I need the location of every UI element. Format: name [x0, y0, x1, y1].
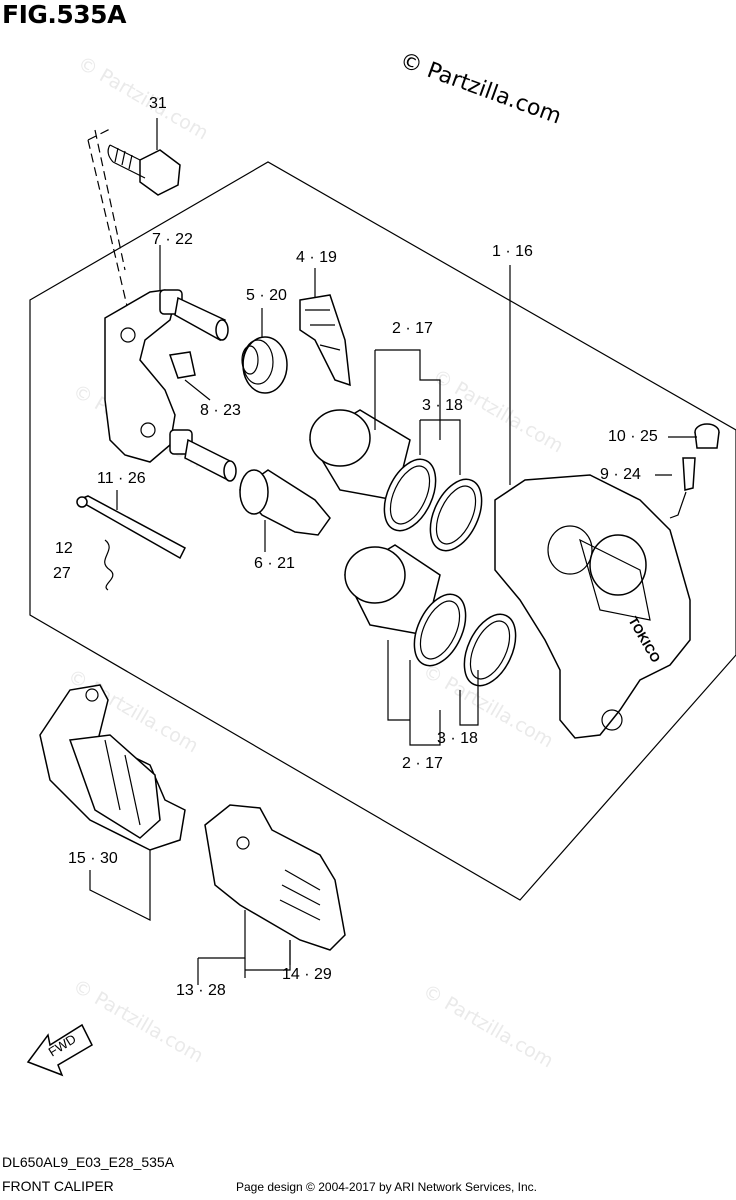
slide-pin-icon — [238, 469, 331, 536]
caliper-body-icon — [494, 474, 691, 739]
callout-3-18-lower: 3 · 18 — [437, 730, 478, 747]
callout-1-16: 1 · 16 — [492, 243, 533, 260]
bleeder-cap-icon — [694, 423, 720, 449]
callout-7-22: 7 · 22 — [152, 231, 193, 248]
piston-upper-icon — [308, 409, 411, 501]
callout-3-18-upper: 3 · 18 — [422, 397, 463, 414]
caliper-bracket-icon — [104, 289, 237, 482]
dust-boot-icon — [241, 336, 288, 394]
piston-seal-lower-icon — [413, 593, 517, 687]
piston-seal-upper-icon — [383, 458, 483, 552]
callout-5-20: 5 · 20 — [246, 287, 287, 304]
callout-10-25: 10 · 25 — [608, 428, 658, 445]
assembly-outline — [29, 161, 736, 901]
bolt-31-icon — [107, 144, 181, 196]
callout-14-29: 14 · 29 — [282, 966, 332, 983]
bleeder-valve-icon — [669, 457, 696, 519]
piston-lower-icon — [344, 544, 441, 636]
callout-31: 31 — [149, 95, 167, 112]
callout-8-23: 8 · 23 — [200, 402, 241, 419]
pad-pin-icon — [76, 495, 186, 560]
callout-27: 27 — [53, 565, 71, 582]
clip-icon — [168, 351, 196, 379]
callout-4-19: 4 · 19 — [296, 249, 337, 266]
callout-9-24: 9 · 24 — [600, 466, 641, 483]
callout-15-30: 15 · 30 — [68, 850, 118, 867]
brake-pad-outer-icon — [204, 804, 346, 951]
diagram-subtitle: FRONT CALIPER — [2, 1178, 114, 1194]
footer-credit: Page design © 2004-2017 by ARI Network S… — [236, 1180, 538, 1194]
callout-13-28: 13 · 28 — [176, 982, 226, 999]
callout-2-17-lower: 2 · 17 — [402, 755, 443, 772]
model-code: DL650AL9_E03_E28_535A — [2, 1154, 175, 1170]
callout-12: 12 — [55, 540, 73, 557]
callout-6-21: 6 · 21 — [254, 555, 295, 572]
pad-spring-icon — [299, 294, 351, 387]
callout-2-17-upper: 2 · 17 — [392, 320, 433, 337]
clip-pin-icon — [104, 539, 114, 591]
fwd-arrow-icon — [26, 1023, 93, 1077]
callout-11-26: 11 · 26 — [97, 470, 146, 487]
brake-pad-inner-icon — [39, 684, 186, 851]
figure-title: FIG.535A — [2, 0, 126, 29]
